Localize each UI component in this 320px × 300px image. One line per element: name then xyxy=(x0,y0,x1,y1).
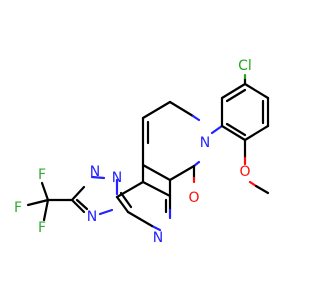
trifluoromethyl-group xyxy=(26,181,74,222)
fluorine-bottom-label: F xyxy=(38,220,46,236)
chlorophenyl-ring xyxy=(210,73,270,142)
fluorine-top-label: F xyxy=(38,167,46,183)
molecule-structure: N O N N N N Cl O F F F xyxy=(14,58,270,246)
bridgehead-nitrogen-label: N xyxy=(112,170,122,186)
pyridone-ring xyxy=(141,100,201,198)
triazole-nitrogen-bottom-label: N xyxy=(87,209,97,225)
triazole-nitrogen-top-label: N xyxy=(90,164,100,180)
chlorine-label: Cl xyxy=(238,58,252,74)
pyrimidine-ring xyxy=(115,163,172,232)
carbonyl-oxygen-label: O xyxy=(188,190,199,206)
pyrimidine-nitrogen-label: N xyxy=(153,230,163,246)
methoxy-oxygen-label: O xyxy=(239,164,250,180)
pyridone-nitrogen-label: N xyxy=(200,135,210,151)
methoxy-group xyxy=(243,138,270,195)
triazole-ring xyxy=(70,175,119,216)
fluorine-left-label: F xyxy=(14,200,22,216)
